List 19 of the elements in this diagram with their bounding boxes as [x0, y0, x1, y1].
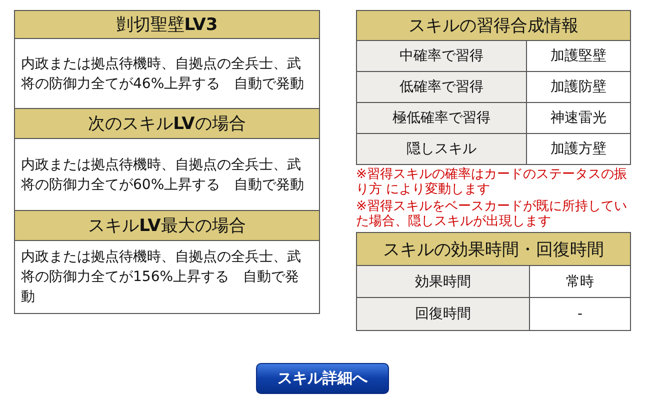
note-text: ※習得スキルをベースカードが既に所持していた場合、隠しスキルが出現します [356, 199, 628, 229]
table-header: スキルLV最大の場合 [14, 210, 320, 241]
table-header: スキルの効果時間・回復時間 [356, 232, 631, 266]
description-cell: 内政または拠点待機時、自拠点の全兵士、武将の防御力全てが156%上昇する 自動で発動 [14, 240, 320, 314]
table-header: スキルの習得合成情報 [356, 10, 631, 41]
description-cell: 内政または拠点待機時、自拠点の全兵士、武将の防御力全てが46%上昇する 自動で発動 [14, 38, 320, 109]
row-label-cell: 中確率で習得 [356, 40, 527, 72]
row-label-cell: 隠しスキル [356, 133, 527, 165]
table-header: 剴切聖壁LV3 [14, 10, 320, 39]
value-cell: - [529, 297, 631, 331]
skill-detail-button: スキル詳細へ [256, 363, 389, 394]
row-label-cell: 低確率で習得 [356, 71, 527, 103]
value-cell: 加護方壁 [526, 133, 631, 165]
row-label-cell: 回復時間 [356, 297, 530, 331]
table-header: 次のスキルLVの場合 [14, 108, 320, 139]
note-text: ※習得スキルの確率はカードのステータスの振り方 により変動します [356, 167, 628, 197]
description-cell: 内政または拠点待機時、自拠点の全兵士、武将の防御力全てが60%上昇する 自動で発動 [14, 138, 320, 211]
row-label-cell: 極低確率で習得 [356, 102, 527, 134]
row-label-cell: 効果時間 [356, 265, 530, 298]
